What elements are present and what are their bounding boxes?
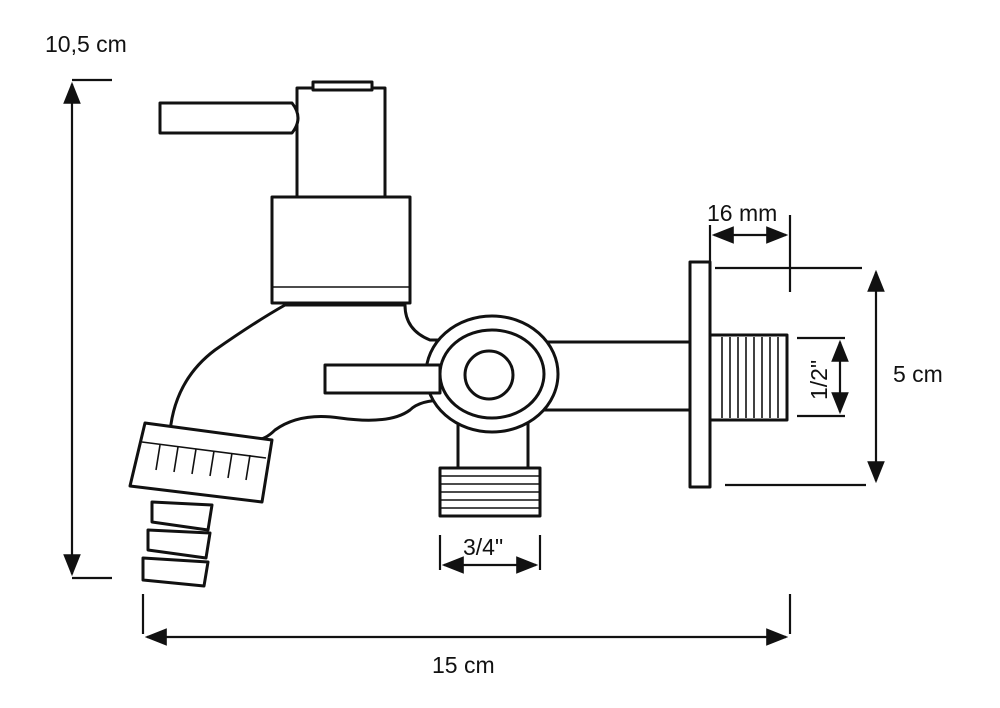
secondary-lever-handle <box>323 363 442 395</box>
hose-barb <box>141 500 214 588</box>
height-dimension: 10,5 cm <box>45 31 127 580</box>
flange-depth-label: 16 mm <box>707 200 777 226</box>
bonnet <box>270 195 412 305</box>
flange-depth-dimension: 16 mm <box>707 200 792 292</box>
flange-height-dimension: 5 cm <box>715 266 943 487</box>
outlet-thread-dimension: 3/4" <box>438 534 542 574</box>
outlet-thread-label: 3/4" <box>463 534 503 560</box>
width-dimension: 15 cm <box>141 594 792 678</box>
wall-flange <box>688 260 712 489</box>
inlet-thread-label: 1/2" <box>806 360 832 400</box>
hose-nut <box>128 421 274 504</box>
width-label: 15 cm <box>432 652 495 678</box>
secondary-valve <box>323 314 560 434</box>
outlet-thread <box>438 466 542 518</box>
height-label: 10,5 cm <box>45 31 127 57</box>
stem <box>295 86 387 199</box>
inlet-pipe <box>538 340 692 412</box>
inlet-thread <box>708 333 789 422</box>
main-lever-handle <box>158 101 300 135</box>
flange-height-label: 5 cm <box>893 361 943 387</box>
tap-body <box>128 80 789 588</box>
inlet-thread-dimension: 1/2" <box>797 336 849 418</box>
